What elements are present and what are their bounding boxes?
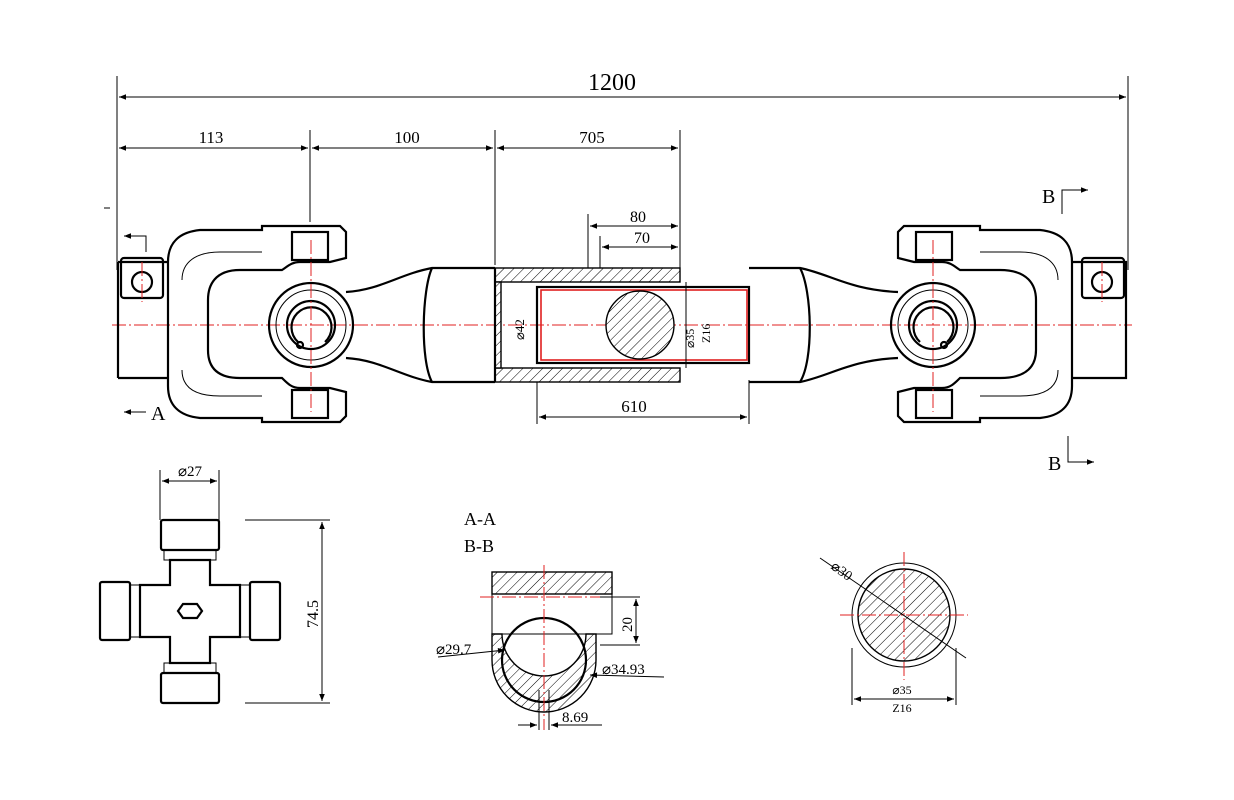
dim-70: 70 bbox=[634, 230, 650, 247]
cross-spider-view: ⌀27 74.5 bbox=[98, 464, 330, 705]
cross-dia-label: ⌀27 bbox=[178, 464, 203, 480]
dim-705: 705 bbox=[579, 128, 605, 147]
section-marker-b: B B bbox=[1042, 186, 1094, 475]
tube-length-dimension: 610 bbox=[536, 380, 750, 424]
keyway-width-label: 8.69 bbox=[562, 710, 588, 726]
section-aa-bb-view: A-A B-B 20 ⌀29.7 ⌀34.93 8.69 bbox=[436, 509, 665, 730]
shaft-spline-teeth-label: Z16 bbox=[892, 701, 911, 715]
dim-1200: 1200 bbox=[588, 70, 636, 96]
segment-dimensions: 113 100 705 bbox=[119, 128, 681, 268]
section-aa-title: A-A bbox=[464, 509, 496, 529]
dim-80: 80 bbox=[630, 209, 646, 226]
keyway-depth-label: 20 bbox=[620, 617, 636, 632]
spline-od-label: ⌀34.93 bbox=[602, 662, 645, 678]
shaft-dia-label: ⌀30 bbox=[828, 559, 855, 584]
section-b-letter-top: B bbox=[1042, 186, 1055, 208]
dim-610: 610 bbox=[621, 397, 647, 416]
left-universal-joint bbox=[116, 224, 495, 424]
dim-100: 100 bbox=[394, 128, 420, 147]
z16-label: Z16 bbox=[699, 324, 713, 343]
dia-35-label: ⌀35 bbox=[683, 329, 697, 348]
bore-dia-label: ⌀29.7 bbox=[436, 642, 472, 658]
cross-span-label: 74.5 bbox=[305, 600, 322, 628]
shaft-spline-dia-label: ⌀35 bbox=[892, 683, 911, 697]
sleeve-dimensions: 80 70 bbox=[587, 209, 678, 270]
section-b-letter-bottom: B bbox=[1048, 453, 1061, 475]
dia-42-label: ⌀42 bbox=[512, 319, 527, 340]
section-marker-a: A bbox=[104, 207, 166, 425]
dim-113: 113 bbox=[199, 128, 224, 147]
sliding-sleeve-section: ⌀42 ⌀35 Z16 bbox=[493, 267, 751, 383]
section-bb-title: B-B bbox=[464, 536, 494, 556]
splined-shaft-section: ⌀30 ⌀35 Z16 bbox=[819, 552, 968, 715]
right-universal-joint bbox=[749, 224, 1128, 424]
section-a-letter: A bbox=[151, 403, 166, 425]
overall-dimension: 1200 bbox=[116, 70, 1129, 270]
